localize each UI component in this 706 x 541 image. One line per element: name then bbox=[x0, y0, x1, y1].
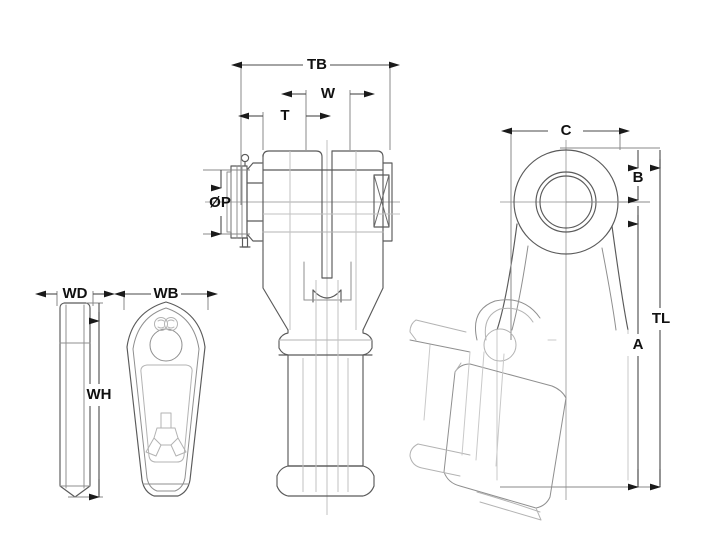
wide-body-hole bbox=[149, 328, 183, 362]
iso-left-lug-bottom bbox=[409, 339, 471, 353]
pin-right-end-outline bbox=[382, 162, 393, 242]
dimension-C-label: C bbox=[561, 122, 572, 139]
front-view bbox=[205, 140, 400, 515]
dimension-WB-label: WB bbox=[154, 285, 179, 302]
wide-body-recess bbox=[140, 364, 193, 463]
dimension-T-label: T bbox=[280, 107, 289, 124]
dimension-OP: ØP bbox=[203, 169, 250, 238]
eye-neck-right-inner bbox=[601, 247, 617, 331]
dimension-TB-label: TB bbox=[307, 56, 327, 73]
dimension-WD: WD bbox=[35, 285, 115, 306]
iso-body-edge-a bbox=[454, 362, 462, 373]
fitting-symbol-icon bbox=[145, 412, 187, 457]
dimension-WH: WH bbox=[68, 302, 112, 501]
dimension-TB: TB bbox=[231, 56, 400, 205]
iso-left-lug-lower-top bbox=[417, 443, 471, 456]
dimension-WD-label: WD bbox=[63, 285, 88, 302]
dimension-OP-label: ØP bbox=[209, 194, 231, 211]
dimension-T: T bbox=[238, 107, 331, 150]
dimension-C: C bbox=[501, 122, 630, 340]
iso-eye-arc-outer bbox=[475, 299, 541, 341]
iso-left-lug-top bbox=[415, 319, 467, 333]
dimension-W: W bbox=[281, 85, 375, 150]
iso-left-lug-lower bbox=[409, 443, 461, 477]
wide-body-outline bbox=[126, 301, 206, 497]
jaw-slot-arc bbox=[312, 289, 342, 299]
dimension-B-label: B bbox=[633, 169, 644, 186]
iso-ghost-1 bbox=[423, 344, 431, 421]
iso-bore-circle bbox=[483, 328, 517, 362]
shank-bottom-collar bbox=[276, 465, 375, 497]
iso-left-lug bbox=[409, 319, 417, 341]
iso-ghost-4 bbox=[495, 353, 505, 467]
jaw-right-leg-taper bbox=[362, 249, 384, 331]
wide-body-inner-outline bbox=[132, 307, 200, 492]
dimension-A: A bbox=[500, 206, 660, 491]
dimension-B: B bbox=[560, 147, 660, 204]
dimension-WH-label-mask bbox=[86, 384, 112, 406]
dimension-TL-label-mask bbox=[646, 308, 674, 330]
iso-ghost-3 bbox=[475, 351, 485, 461]
dimension-WB: WB bbox=[114, 285, 218, 310]
dimension-TL-label: TL bbox=[652, 310, 670, 327]
pin-head-washer bbox=[226, 171, 232, 233]
iso-ghost-2 bbox=[461, 351, 471, 456]
dimension-W-label: W bbox=[321, 85, 336, 102]
iso-body-foot bbox=[479, 501, 542, 521]
eye-neck-left-inner bbox=[511, 245, 529, 331]
cotter-cross-line-b bbox=[373, 174, 390, 228]
iso-view bbox=[409, 299, 567, 521]
dimension-WH-label: WH bbox=[87, 386, 112, 403]
shank-upper-right bbox=[362, 329, 373, 467]
shank-upper-left bbox=[278, 329, 289, 467]
dimension-TL: TL bbox=[646, 150, 674, 491]
pin-right-collar bbox=[373, 174, 390, 228]
manufacturer-logo-icon bbox=[154, 317, 178, 331]
jaw-left-leg-taper bbox=[262, 249, 289, 331]
iso-eye-arc-inner bbox=[484, 307, 534, 341]
dimension-A-label: A bbox=[633, 336, 644, 353]
wide-end-view bbox=[126, 301, 206, 497]
iso-body-top bbox=[454, 363, 567, 399]
iso-body-outline bbox=[443, 371, 567, 509]
iso-body-foot-arc bbox=[476, 491, 541, 513]
eye-neck-right bbox=[611, 225, 629, 331]
eye-neck-left bbox=[496, 223, 518, 331]
jaw-right-leg-outline bbox=[331, 150, 384, 251]
dimension-A-label-mask bbox=[626, 334, 650, 356]
